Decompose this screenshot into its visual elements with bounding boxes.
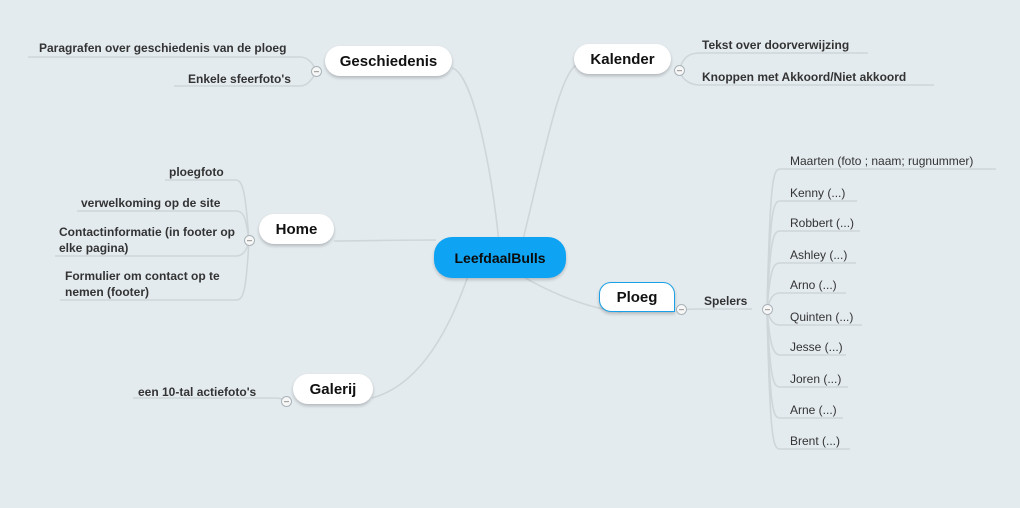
leaf-home-contactinformatie[interactable]: Contactinformatie (in footer op elke pag…	[59, 225, 235, 255]
root-topic[interactable]: LeefdaalBulls	[434, 237, 566, 278]
leaf-kalender-tekst[interactable]: Tekst over doorverwijzing	[702, 38, 850, 52]
topic-home[interactable]: Home	[259, 214, 334, 244]
leaf-geschiedenis-paragrafen[interactable]: Paragrafen over geschiedenis van de ploe…	[39, 41, 287, 55]
topic-ploeg-label: Ploeg	[616, 288, 658, 306]
player-arne[interactable]: Arne (...)	[790, 403, 837, 417]
player-jesse[interactable]: Jesse (...)	[790, 340, 843, 354]
leaf-kalender-knoppen[interactable]: Knoppen met Akkoord/Niet akkoord	[702, 70, 907, 84]
root-topic-label: LeefdaalBulls	[454, 249, 546, 266]
topic-ploeg[interactable]: Ploeg	[599, 282, 675, 312]
player-kenny[interactable]: Kenny (...)	[790, 186, 846, 200]
leaf-home-ploegfoto[interactable]: ploegfoto	[169, 165, 224, 179]
collapse-geschiedenis-icon[interactable]: –	[311, 66, 322, 77]
topic-galerij[interactable]: Galerij	[293, 374, 373, 404]
player-brent[interactable]: Brent (...)	[790, 434, 841, 448]
topic-kalender[interactable]: Kalender	[574, 44, 671, 74]
topic-kalender-label: Kalender	[590, 50, 655, 68]
leaf-geschiedenis-sfeerfotos[interactable]: Enkele sfeerfoto's	[188, 72, 291, 86]
player-ashley[interactable]: Ashley (...)	[790, 248, 848, 262]
player-arno[interactable]: Arno (...)	[790, 278, 837, 292]
leaf-home-formulier[interactable]: Formulier om contact op te nemen (footer…	[65, 269, 220, 299]
collapse-home-icon[interactable]: –	[244, 235, 255, 246]
topic-home-label: Home	[275, 220, 318, 238]
player-maarten[interactable]: Maarten (foto ; naam; rugnummer)	[790, 154, 974, 168]
subtopic-spelers[interactable]: Spelers	[704, 294, 748, 308]
player-joren[interactable]: Joren (...)	[790, 372, 842, 386]
player-robbert[interactable]: Robbert (...)	[790, 216, 855, 230]
topic-galerij-label: Galerij	[309, 380, 357, 398]
collapse-kalender-icon[interactable]: –	[674, 65, 685, 76]
topic-geschiedenis[interactable]: Geschiedenis	[325, 46, 452, 76]
collapse-galerij-icon[interactable]: –	[281, 396, 292, 407]
leaf-home-verwelkoming[interactable]: verwelkoming op de site	[81, 196, 221, 210]
collapse-ploeg-icon[interactable]: –	[676, 304, 687, 315]
topic-geschiedenis-label: Geschiedenis	[339, 52, 438, 70]
leaf-galerij-actiefotos[interactable]: een 10-tal actiefoto's	[138, 385, 257, 399]
player-quinten[interactable]: Quinten (...)	[790, 310, 854, 324]
collapse-spelers-icon[interactable]: –	[762, 304, 773, 315]
